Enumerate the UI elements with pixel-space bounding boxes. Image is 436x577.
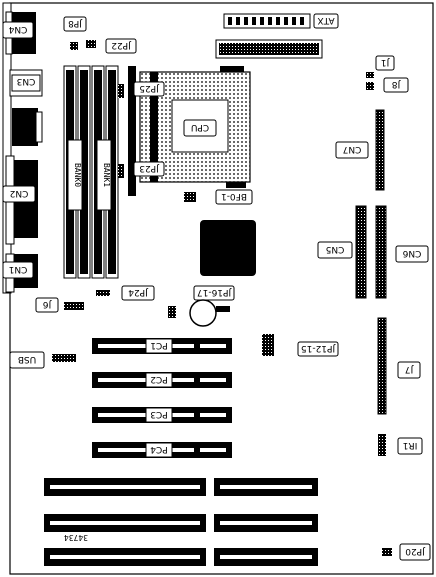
bank0-label: BANK0 [73, 163, 82, 187]
board-code-label: 34734 [64, 533, 88, 542]
j7-connector: J7 [377, 317, 421, 415]
cn1-label: CN1 [9, 264, 28, 274]
j8-label: J8 [392, 79, 402, 89]
fdd-connector [215, 39, 323, 59]
jp16-17-jumper: JP16-17 [168, 285, 235, 327]
j6-label: J6 [43, 299, 53, 309]
cn7-connector: CN7 [335, 109, 385, 191]
j8-jumper: J8 [366, 77, 409, 93]
cpu-label: CPU [191, 122, 209, 132]
isa-slot-1 [44, 478, 318, 496]
pc4-label: PC4 [150, 444, 168, 454]
j7-label: J7 [405, 364, 414, 374]
jp8-jumper: JP8 [63, 16, 87, 50]
ir1-header: IR1 [378, 434, 423, 456]
isa-slot-2 [44, 514, 318, 532]
j6-jumper: J6 [35, 297, 84, 313]
j1-jumper: J1 [366, 55, 395, 78]
board-edge-left [2, 2, 12, 294]
jp22-label: JP22 [111, 40, 132, 50]
jp12-15-label: JP12-15 [301, 343, 336, 353]
jp20-jumper: JP20 [382, 543, 431, 561]
pc1-label: PC1 [150, 340, 167, 350]
serial-port [12, 108, 43, 146]
cn5-connector: CN5 [317, 205, 367, 299]
pci-slot-pc4: PC4 [92, 442, 232, 458]
jp23-label: JP23 [139, 163, 160, 173]
jp12-15-jumper: JP12-15 [262, 334, 339, 357]
pci-slot-pc2: PC2 [92, 372, 232, 388]
jp8-label: JP8 [68, 18, 83, 28]
pc2-label: PC2 [150, 374, 167, 384]
jp16-17-label: JP16-17 [197, 287, 232, 297]
pc3-label: PC3 [150, 409, 167, 419]
atx-label: ATX [317, 15, 334, 25]
bf01-label: BF0-1 [221, 191, 247, 201]
cn5-label: CN5 [326, 244, 345, 254]
pci-slot-pc3: PC3 [92, 407, 232, 423]
cn6-connector: CN6 [375, 205, 429, 299]
usb-header: USB [9, 351, 76, 369]
usb-label: USB [18, 354, 36, 364]
jp25-jumper: JP25 [118, 81, 165, 98]
jp24-label: JP24 [128, 287, 149, 297]
j1-label: J1 [381, 57, 390, 67]
cn2-connector: CN2 [2, 155, 38, 245]
bf01-jumper: BF0-1 [184, 189, 253, 205]
cn4-label: CN4 [8, 24, 27, 34]
ir1-label: IR1 [403, 440, 418, 450]
cn1-connector: CN1 [2, 253, 38, 293]
cn4-connector: CN4 [2, 11, 36, 55]
jp20-label: JP20 [405, 546, 426, 556]
dimm-slots: BANK0 BANK1 [63, 65, 119, 279]
isa-slot-3 [44, 548, 318, 566]
bank1-label: BANK1 [102, 163, 111, 187]
cn7-label: CN7 [343, 144, 362, 154]
cn6-label: CN6 [402, 248, 421, 258]
cn3-label: CN3 [17, 76, 36, 86]
chipset [200, 220, 256, 276]
jp23-jumper: JP23 [118, 161, 165, 178]
cn3-connector: CN3 [9, 69, 43, 97]
pci-slot-pc1: PC1 [92, 338, 232, 354]
battery [189, 299, 217, 327]
jp22-jumper: JP22 [86, 38, 137, 54]
jp24-jumper: JP24 [96, 285, 155, 301]
cn2-label: CN2 [10, 188, 29, 198]
atx-power-connector: ATX [223, 13, 339, 29]
jp25-label: JP25 [139, 83, 160, 93]
